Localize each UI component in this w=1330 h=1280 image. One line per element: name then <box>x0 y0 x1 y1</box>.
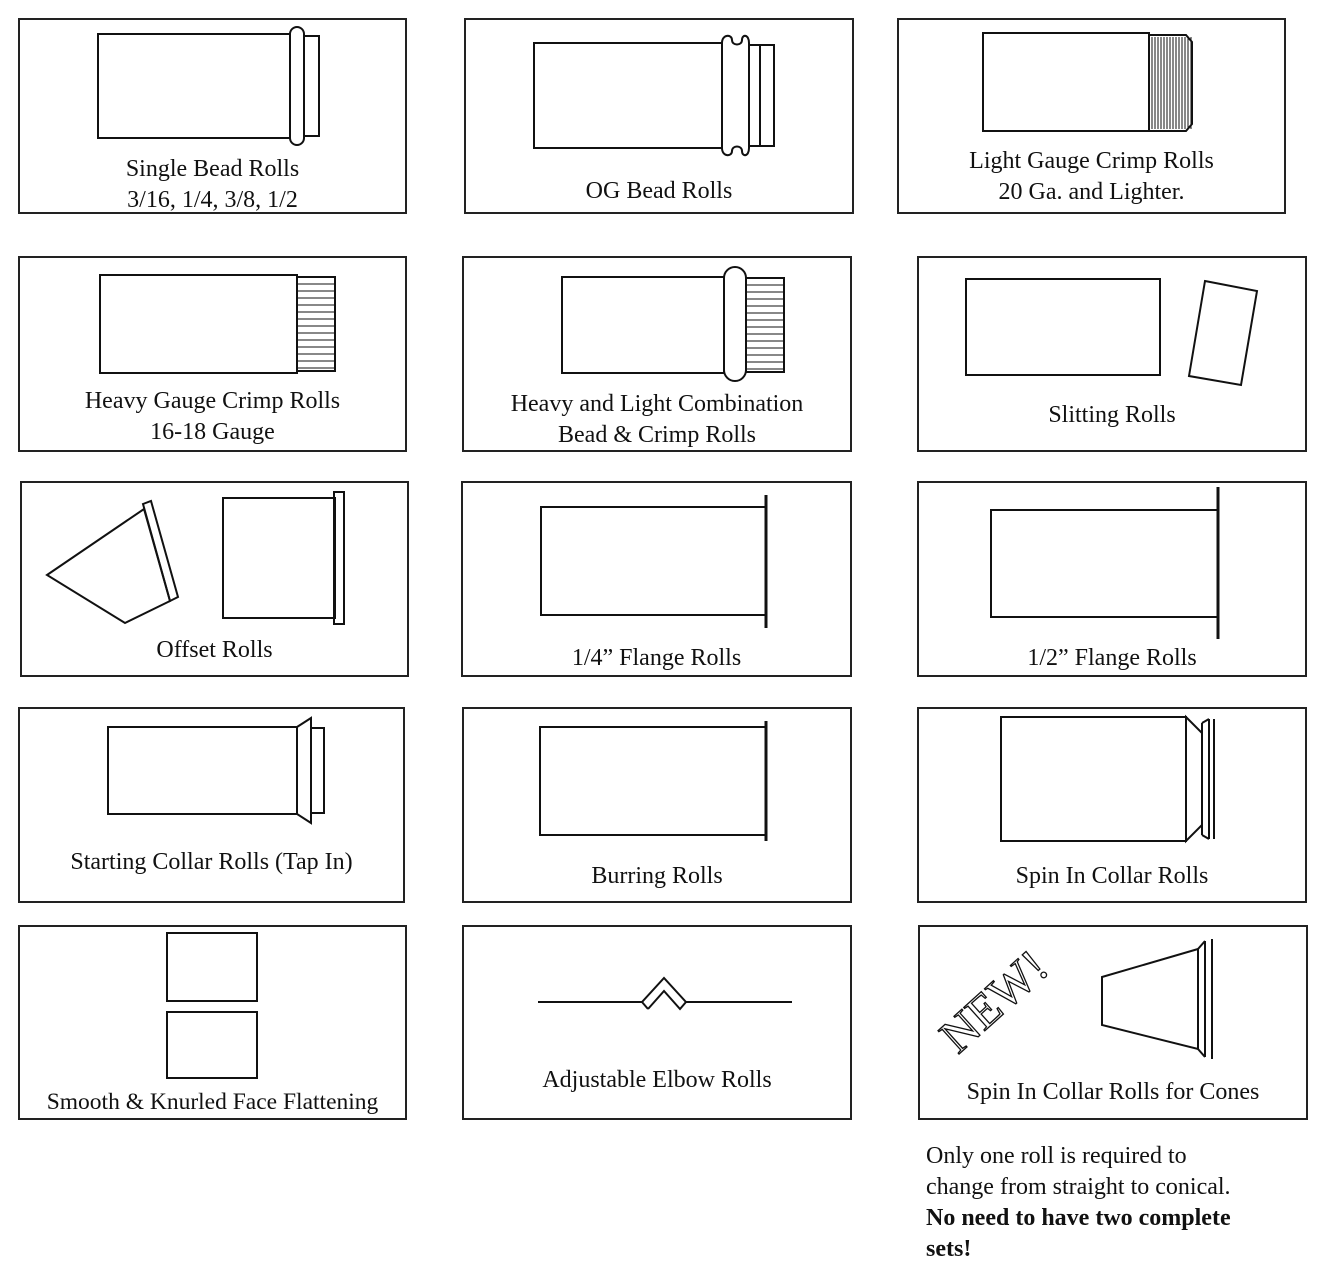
adjustable-elbow-roll-icon <box>464 927 854 1122</box>
starting-collar-rolls-panel: Starting Collar Rolls (Tap In) <box>18 707 405 903</box>
burring-rolls-panel: Burring Rolls <box>462 707 852 903</box>
spin-in-collar-cones-caption: Spin In Collar Rolls for Cones <box>966 1079 1260 1105</box>
flattening-rolls-caption: Smooth & Knurled Face Flattening <box>46 1089 379 1115</box>
note-bold-line-1: No need to have two complete <box>926 1205 1231 1231</box>
spin-in-collar-rolls-panel: Spin In Collar Rolls <box>917 707 1307 903</box>
heavy-gauge-crimp-roll-icon <box>20 258 409 454</box>
spin-in-collar-cones-panel: NEW! Spin In Collar Rolls for Cones <box>918 925 1308 1120</box>
quarter-inch-flange-roll-icon <box>463 483 854 679</box>
single-bead-rolls-panel: Single Bead Rolls 3/16, 1/4, 3/8, 1/2 <box>18 18 407 214</box>
starting-collar-rolls-caption: Starting Collar Rolls (Tap In) <box>70 849 353 875</box>
adjustable-elbow-rolls-caption: Adjustable Elbow Rolls <box>542 1067 772 1093</box>
burring-rolls-caption: Burring Rolls <box>591 863 723 889</box>
offset-rolls-caption: Offset Rolls <box>156 637 273 663</box>
og-bead-rolls-caption: OG Bead Rolls <box>585 178 733 204</box>
cone-conversion-note: Only one roll is required to change from… <box>926 1141 1326 1265</box>
note-bold-line-2: sets! <box>926 1236 972 1262</box>
offset-roll-icon <box>22 483 411 679</box>
starting-collar-roll-icon <box>20 709 407 905</box>
spin-in-collar-roll-icon <box>919 709 1309 905</box>
spin-in-collar-cone-roll-icon: NEW! <box>929 927 1310 1064</box>
heavy-light-combination-rolls-caption: Heavy and Light Combination Bead & Crimp… <box>510 391 804 448</box>
slitting-rolls-caption: Slitting Rolls <box>1048 402 1176 428</box>
combination-bead-crimp-roll-icon <box>464 258 854 454</box>
half-inch-flange-roll-icon <box>919 483 1309 679</box>
slitting-roll-icon <box>919 258 1309 454</box>
adjustable-elbow-rolls-panel: Adjustable Elbow Rolls <box>462 925 852 1120</box>
heavy-gauge-crimp-rolls-caption: Heavy Gauge Crimp Rolls 16-18 Gauge <box>84 388 341 445</box>
spin-in-collar-rolls-caption: Spin In Collar Rolls <box>1015 863 1209 889</box>
light-gauge-crimp-rolls-caption: Light Gauge Crimp Rolls 20 Ga. and Light… <box>969 148 1214 205</box>
heavy-light-combination-rolls-panel: Heavy and Light Combination Bead & Crimp… <box>462 256 852 452</box>
half-inch-flange-rolls-caption: 1/2” Flange Rolls <box>1027 645 1197 671</box>
slitting-rolls-panel: Slitting Rolls <box>917 256 1307 452</box>
single-bead-roll-icon <box>20 20 409 216</box>
light-gauge-crimp-roll-icon <box>899 20 1288 216</box>
half-inch-flange-rolls-panel: 1/2” Flange Rolls <box>917 481 1307 677</box>
quarter-inch-flange-rolls-panel: 1/4” Flange Rolls <box>461 481 852 677</box>
offset-rolls-panel: Offset Rolls <box>20 481 409 677</box>
new-badge: NEW! <box>930 940 1059 1063</box>
flattening-rolls-panel: Smooth & Knurled Face Flattening <box>18 925 407 1120</box>
og-bead-roll-icon <box>466 20 856 216</box>
light-gauge-crimp-rolls-panel: Light Gauge Crimp Rolls 20 Ga. and Light… <box>897 18 1286 214</box>
heavy-gauge-crimp-rolls-panel: Heavy Gauge Crimp Rolls 16-18 Gauge <box>18 256 407 452</box>
burring-roll-icon <box>464 709 854 905</box>
note-line-2: change from straight to conical. <box>926 1174 1231 1200</box>
note-line-1: Only one roll is required to <box>926 1143 1187 1169</box>
flattening-roll-icon <box>20 927 409 1122</box>
single-bead-rolls-caption: Single Bead Rolls 3/16, 1/4, 3/8, 1/2 <box>125 156 300 213</box>
quarter-inch-flange-rolls-caption: 1/4” Flange Rolls <box>571 645 742 671</box>
og-bead-rolls-panel: OG Bead Rolls <box>464 18 854 214</box>
